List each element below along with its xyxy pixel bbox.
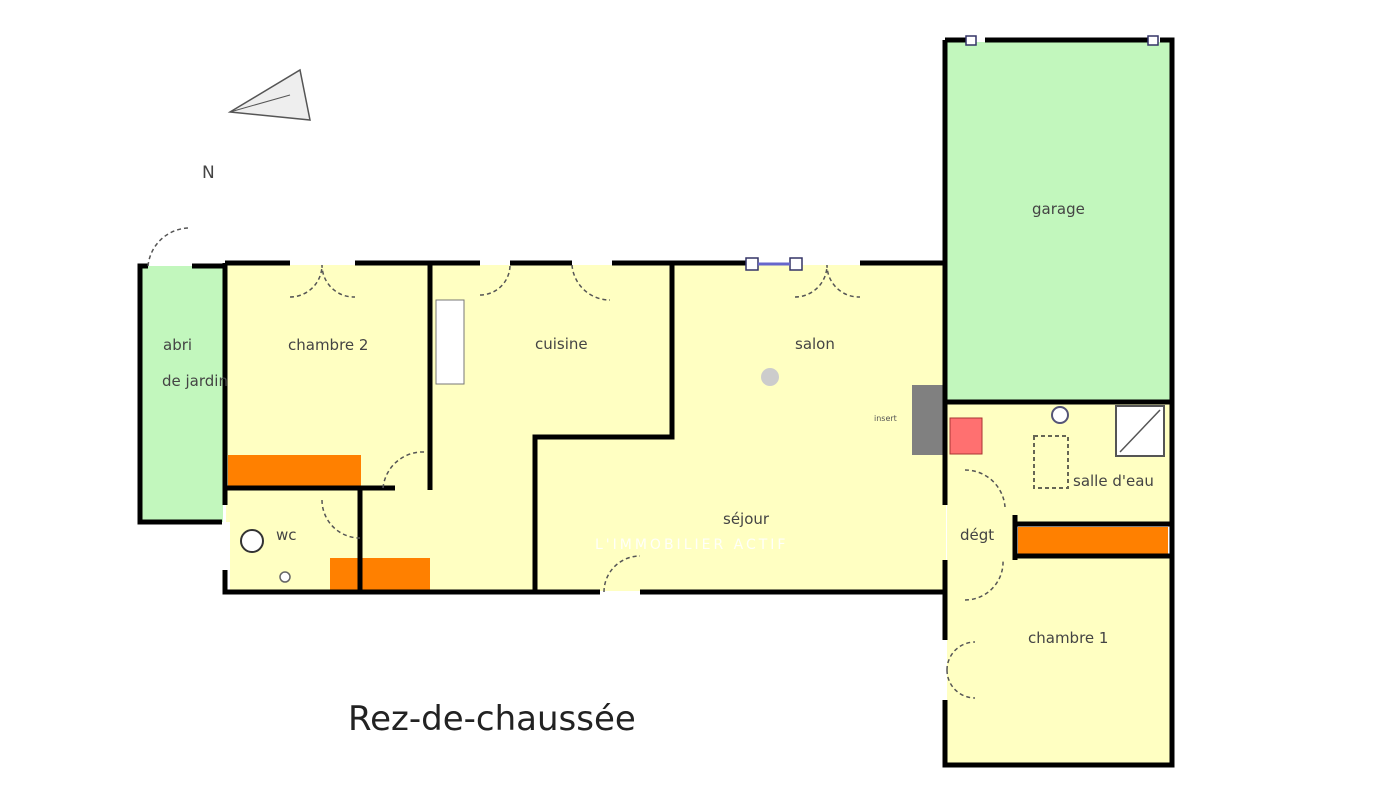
sink-icon — [1051, 406, 1069, 424]
room-chambre-1 — [947, 557, 1171, 765]
north-arrow-icon — [227, 68, 311, 121]
label-garage: garage — [1032, 200, 1085, 218]
washbasin-icon — [279, 571, 291, 583]
closet-wc — [330, 558, 430, 590]
north-label: N — [202, 163, 215, 183]
label-cuisine: cuisine — [535, 335, 588, 353]
door-swings — [147, 227, 1006, 699]
label-chambre-2: chambre 2 — [288, 336, 368, 354]
room-abri-de-jardin — [140, 266, 223, 522]
label-degt: dégt — [960, 526, 994, 544]
walls — [137, 37, 1175, 768]
label-sejour: séjour — [723, 510, 770, 528]
closet-chambre-1 — [1018, 527, 1168, 557]
hearth — [949, 417, 983, 455]
label-wc: wc — [276, 526, 297, 544]
label-insert: insert — [874, 414, 897, 423]
room-garage — [947, 42, 1171, 402]
plan-title: Rez-de-chaussée — [348, 699, 636, 739]
label-abri: abri — [163, 336, 192, 354]
room-degt — [947, 515, 1017, 560]
fireplace-insert — [912, 385, 945, 455]
closet-chambre-2 — [228, 455, 361, 487]
kitchen-sink-icon — [435, 299, 465, 385]
room-main-block — [226, 265, 946, 591]
toilet-icon — [240, 529, 264, 553]
label-de-jardin: de jardin — [162, 372, 228, 390]
label-chambre-1: chambre 1 — [1028, 629, 1108, 647]
watermark: L'IMMOBILIER ACTIF — [595, 537, 788, 553]
ceiling-light-icon — [761, 368, 779, 386]
label-salle-deau: salle d'eau — [1073, 472, 1154, 490]
windows — [745, 35, 1159, 271]
label-salon: salon — [795, 335, 835, 353]
